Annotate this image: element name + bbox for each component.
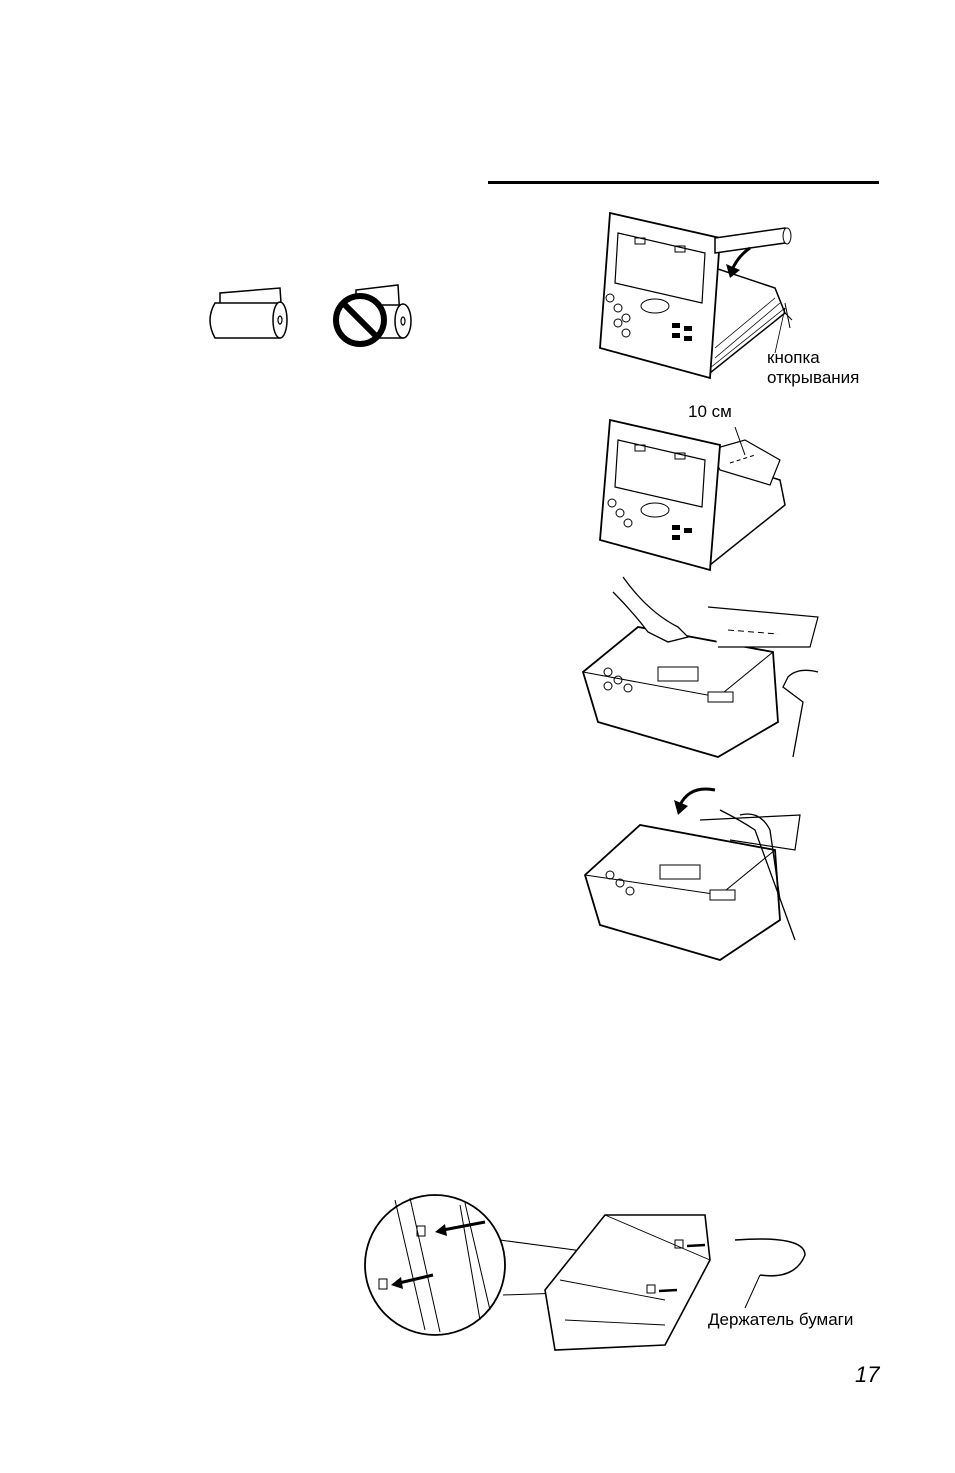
section-rule xyxy=(488,181,879,184)
paper-roll-incorrect-illustration xyxy=(328,280,423,350)
open-button-label-line2: открывания xyxy=(767,368,859,387)
fax-close-cover-illustration xyxy=(578,572,823,762)
open-button-label-line1: кнопка xyxy=(767,348,820,367)
fax-tear-paper-illustration xyxy=(580,780,810,965)
fax-paper-pulled-illustration xyxy=(580,415,790,575)
page-number: 17 xyxy=(855,1362,879,1388)
paper-length-label: 10 см xyxy=(688,402,732,421)
paper-roll-correct-illustration xyxy=(200,283,295,348)
paper-holder-label: Держатель бумаги xyxy=(708,1310,853,1329)
paper-holder-attach-illustration xyxy=(365,1180,845,1380)
